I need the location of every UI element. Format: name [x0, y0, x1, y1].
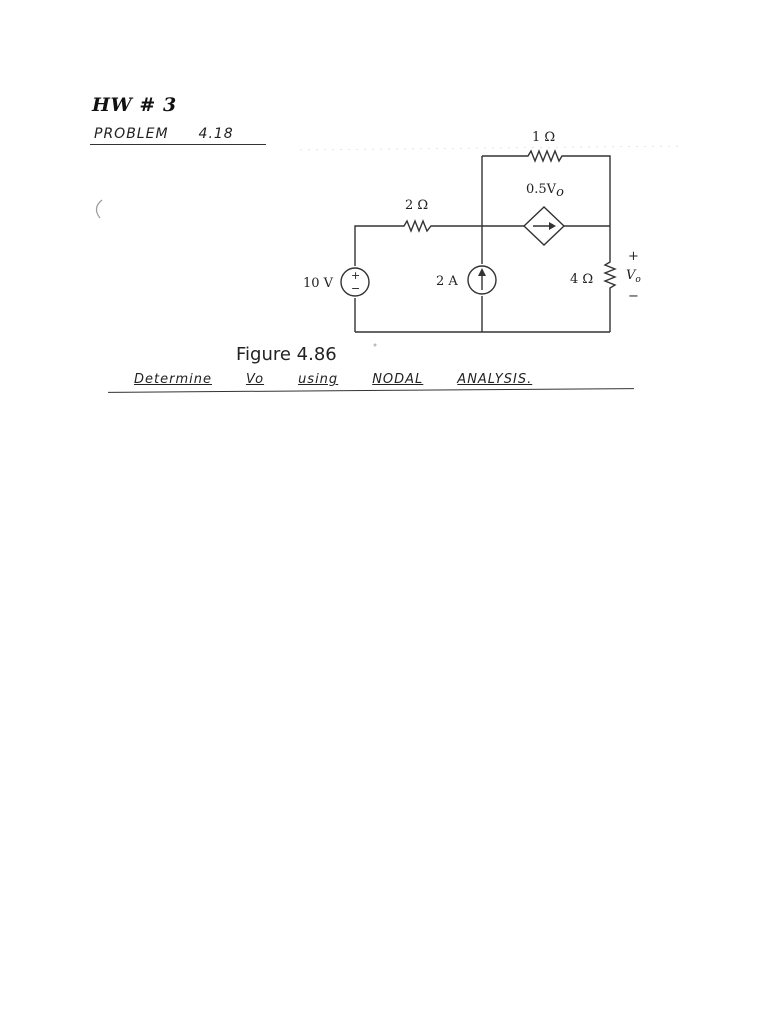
wire-middle-node [435, 156, 524, 332]
vo-label: Vo [626, 268, 641, 285]
problem-label: PROBLEM [94, 126, 169, 142]
heading-underline [90, 144, 266, 145]
resistor-2ohm-label: 2 Ω [405, 198, 428, 213]
vsrc-plus-icon: + [351, 269, 360, 282]
scan-dot [373, 343, 377, 347]
current-source-label: 2 A [436, 274, 458, 289]
voltage-source-label: 10 V [303, 276, 334, 291]
figure-caption: Figure 4.86 [236, 344, 337, 365]
task-word-using: using [298, 372, 339, 387]
task-word-vo: Vo [245, 372, 265, 387]
page-title: HW # 3 [92, 94, 177, 116]
current-source-2a [467, 265, 497, 295]
task-word-determine: Determine [134, 372, 212, 387]
task-word-analysis: ANALYSIS. [457, 372, 533, 387]
scan-line [299, 145, 681, 151]
problem-number: 4.18 [198, 126, 234, 142]
scan-mark [95, 199, 103, 219]
task-underline [108, 388, 634, 393]
vo-plus-sign: + [628, 249, 639, 264]
task-statement: Determine Vo using NODAL ANALYSIS. [134, 372, 566, 387]
wire-left [354, 225, 400, 332]
resistor-1ohm-label: 1 Ω [532, 130, 555, 145]
voltage-source-10v [340, 267, 370, 297]
vo-minus-sign: − [628, 289, 639, 304]
resistor-2ohm [400, 219, 435, 233]
dependent-current-source [522, 206, 610, 246]
resistor-4ohm [603, 226, 617, 332]
resistor-4ohm-label: 4 Ω [570, 272, 593, 287]
problem-heading: PROBLEM 4.18 [94, 126, 234, 142]
task-word-nodal: NODAL [372, 372, 424, 387]
vsrc-minus-icon: − [351, 282, 360, 295]
dependent-source-label: 0.5Vo [526, 182, 564, 200]
resistor-1ohm [482, 149, 611, 226]
